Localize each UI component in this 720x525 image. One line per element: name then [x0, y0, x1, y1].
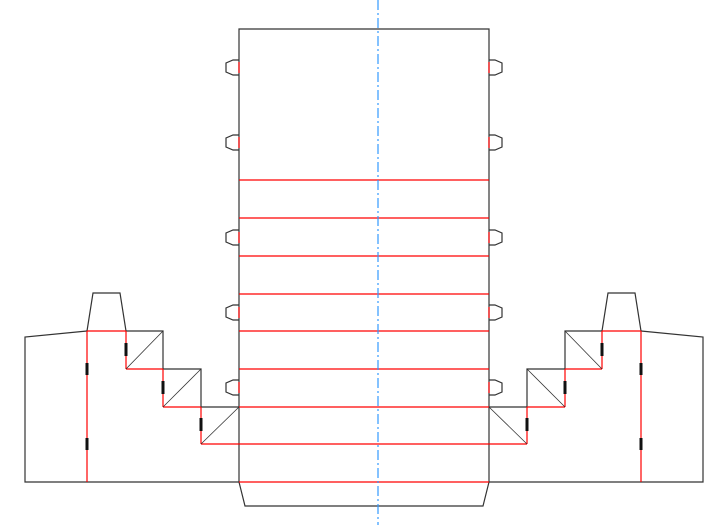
main-panel — [238, 28, 490, 507]
left-step-outline — [126, 330, 239, 408]
right-lock-tab-1 — [489, 59, 503, 76]
side-lock-tabs — [225, 59, 503, 396]
right-lock-tab-5 — [489, 379, 503, 396]
left-step-3-diagonal — [200, 406, 240, 445]
left-wing-top-tab — [86, 292, 127, 332]
horizontal-fold-lines — [239, 179, 489, 483]
left-lock-tab-4 — [225, 304, 239, 321]
right-lock-tab-3 — [489, 229, 503, 246]
right-side-wing — [487, 291, 705, 484]
right-lock-tab-2 — [489, 134, 503, 151]
left-lock-tab-1 — [225, 59, 239, 76]
left-wing-outer-edge — [24, 330, 239, 483]
left-side-wing — [24, 292, 240, 483]
right-lock-tab-4 — [489, 304, 503, 321]
left-step-2-diagonal — [162, 368, 202, 408]
left-lock-tab-5 — [225, 379, 239, 396]
left-lock-tab-3 — [225, 229, 239, 246]
bottom-tuck-flap — [238, 481, 490, 507]
left-step-1-diagonal — [125, 330, 164, 370]
left-lock-tab-2 — [225, 134, 239, 151]
